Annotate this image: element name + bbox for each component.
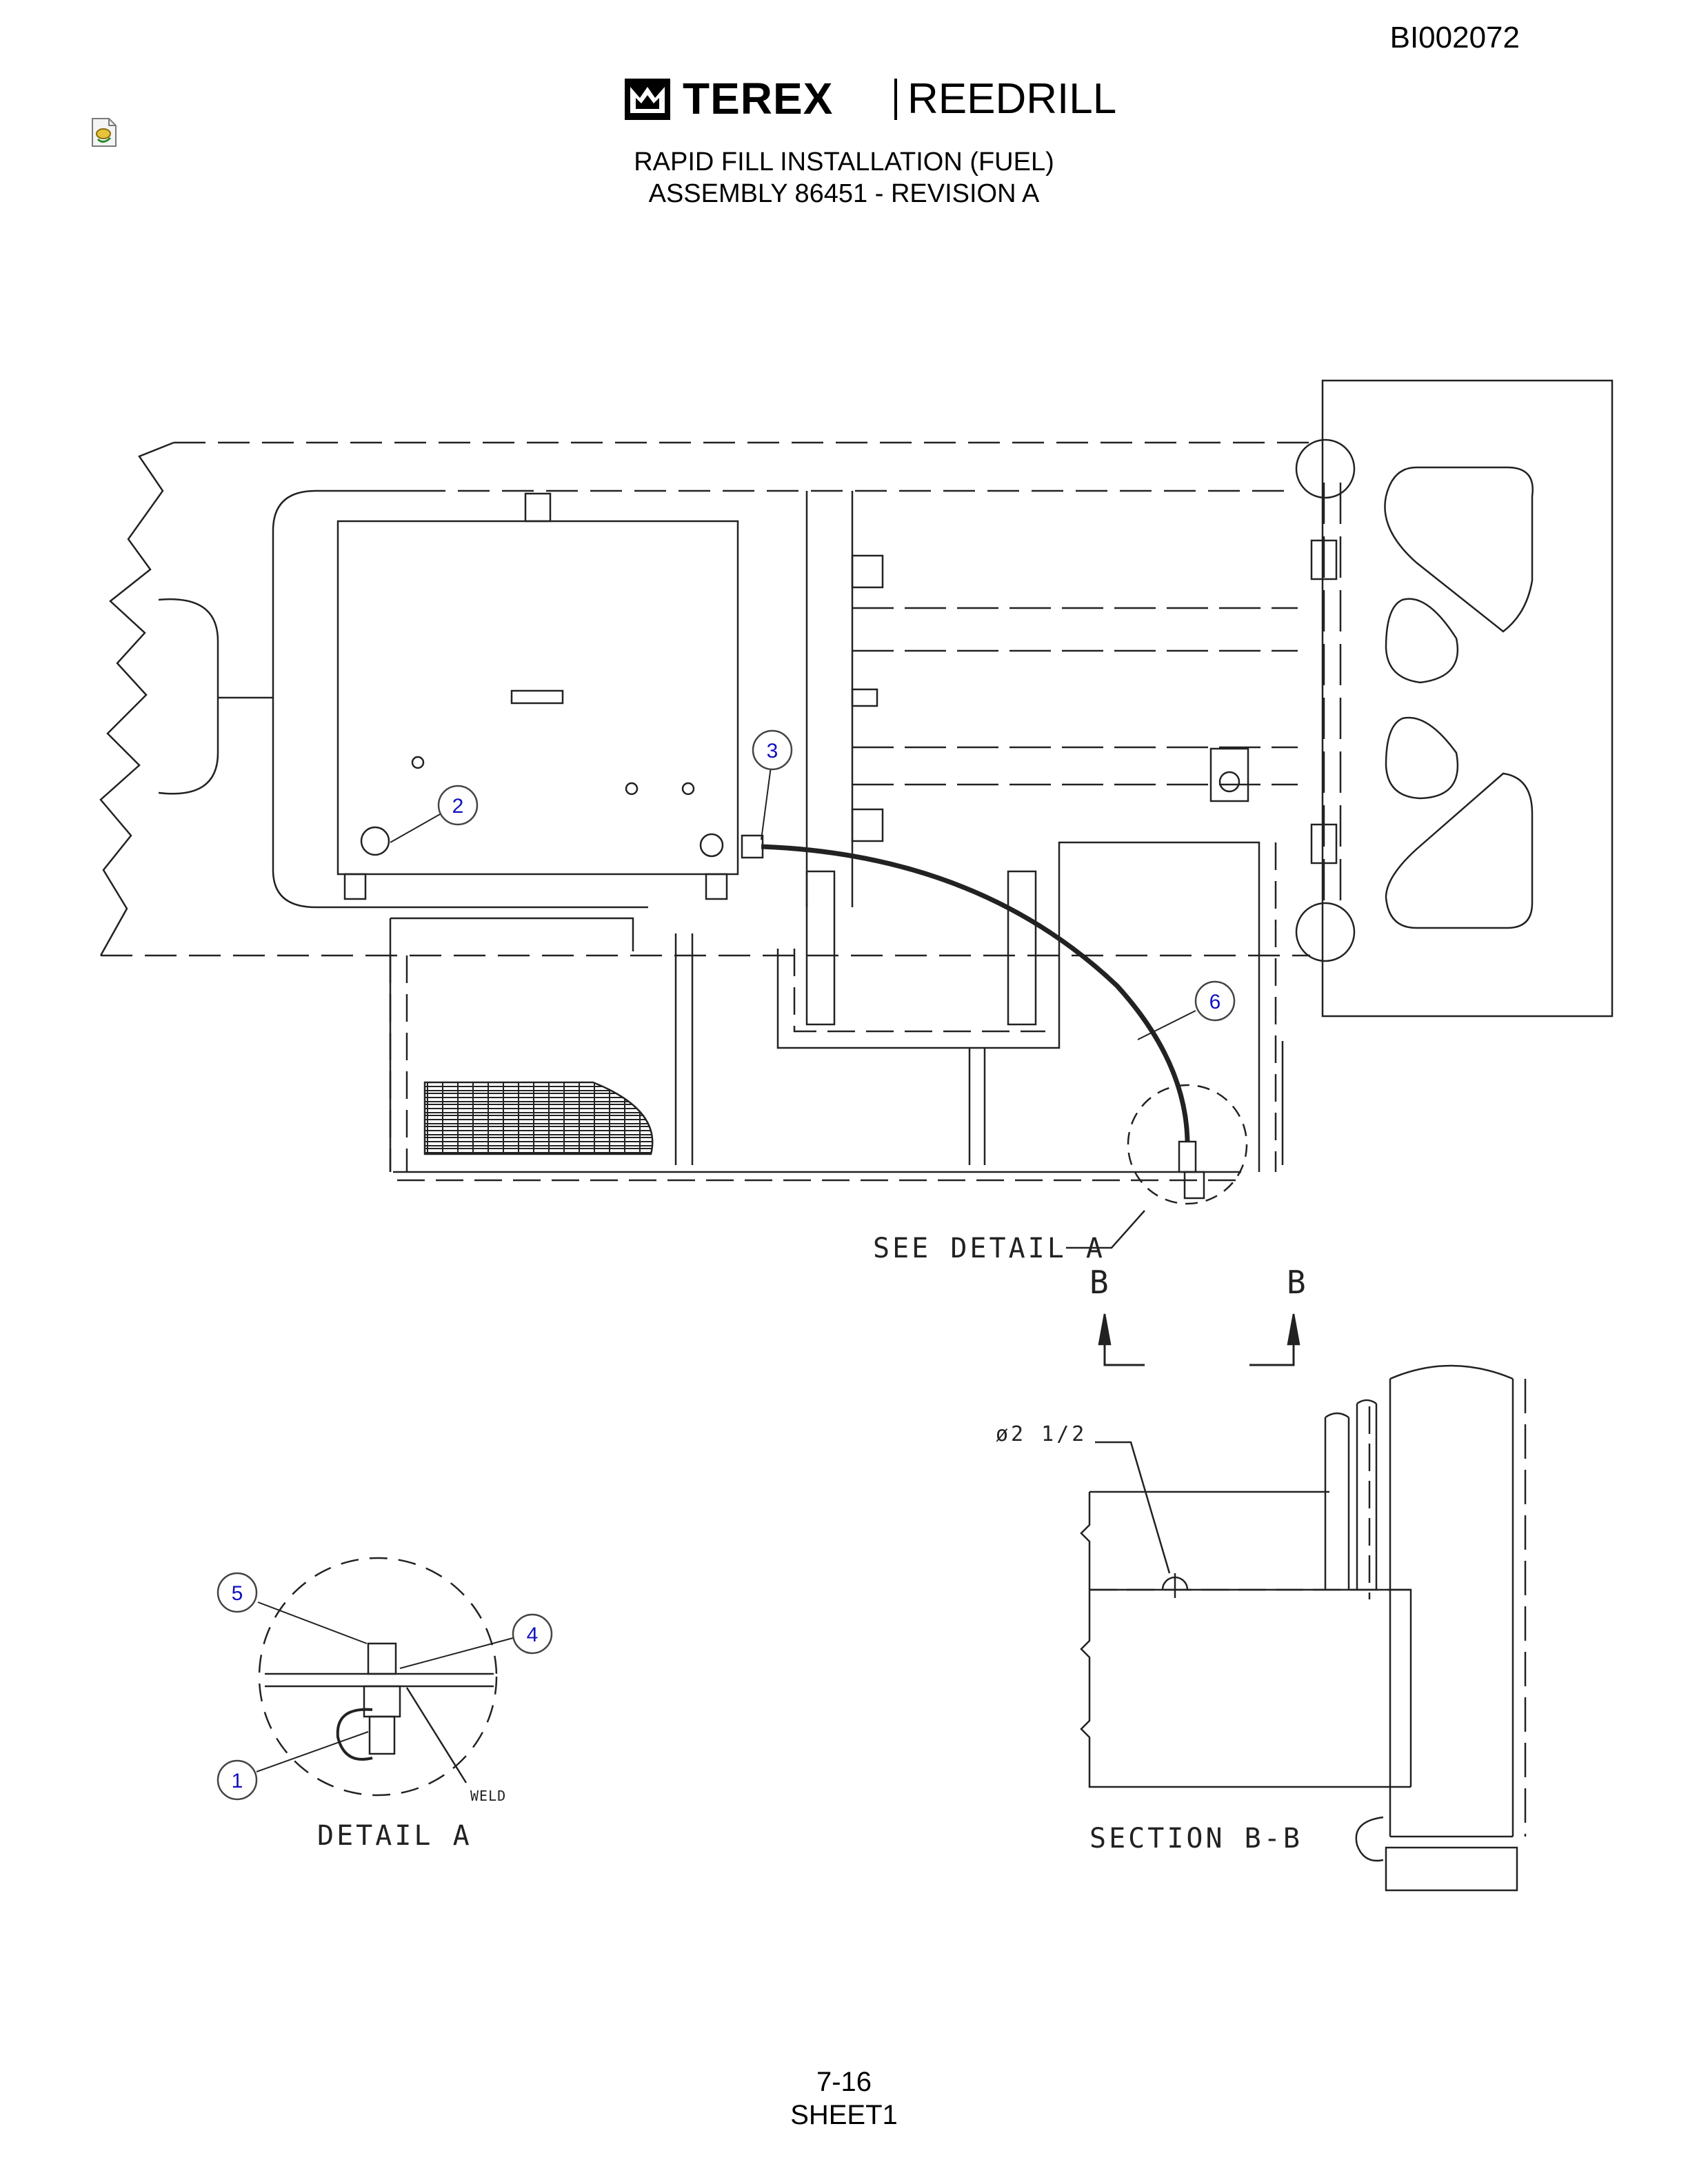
callout-6[interactable]: 6: [1194, 980, 1236, 1022]
terex-crown-icon: [625, 79, 670, 120]
callout-6-number: 6: [1209, 991, 1221, 1013]
section-bb-view: [1080, 1364, 1527, 1892]
section-mark-right: B: [1287, 1264, 1309, 1301]
document-id: BI002072: [1389, 21, 1520, 54]
page-footer: 7-16 SHEET1: [0, 2065, 1688, 2132]
callout-4-number: 4: [527, 1624, 539, 1646]
callout-2-number: 2: [452, 795, 464, 818]
callout-4[interactable]: 4: [512, 1613, 553, 1655]
rapid-fill-hose: [761, 844, 1190, 1142]
mounting-plate: [1321, 379, 1614, 1018]
callout-3[interactable]: 3: [752, 729, 793, 771]
callout-5-number: 5: [232, 1582, 243, 1605]
see-detail-label: SEE DETAIL A: [873, 1233, 1105, 1264]
pivot-top: [1295, 438, 1356, 499]
callout-5[interactable]: 5: [217, 1572, 258, 1613]
dimension-leader: [1095, 1441, 1171, 1574]
fuel-tank: [336, 520, 739, 876]
pivot-bottom: [1295, 902, 1356, 962]
callout-3-number: 3: [767, 740, 778, 762]
fitting-3: [741, 834, 764, 859]
brand-reedrill: REEDRILL: [907, 75, 1117, 123]
drawing-title: RAPID FILL INSTALLATION (FUEL) ASSEMBLY …: [0, 146, 1688, 210]
section-arrow-right: [1249, 1314, 1295, 1366]
grille: [423, 1081, 654, 1155]
tank-port: [360, 826, 390, 856]
frame-rail: [272, 489, 648, 909]
sheet-label: SHEET1: [790, 2100, 898, 2130]
title-line-1: RAPID FILL INSTALLATION (FUEL): [634, 148, 1054, 176]
title-line-2: ASSEMBLY 86451 - REVISION A: [648, 179, 1040, 208]
callout-1[interactable]: 1: [217, 1759, 258, 1801]
frame-notch: [158, 598, 219, 795]
weld-leader: [405, 1687, 468, 1783]
logo-separator: [894, 79, 897, 120]
brand-terex: TEREX: [683, 74, 834, 123]
cross-member: [805, 491, 854, 907]
detail-leader: [1066, 1210, 1145, 1249]
weld-note: WELD: [470, 1788, 506, 1804]
frame-break-line: [99, 441, 174, 956]
detail-a-label: DETAIL A: [317, 1820, 472, 1852]
callout-balloons: 1 2 3 4 5 6: [217, 729, 1236, 1801]
section-arrow-left: [1103, 1314, 1145, 1366]
callout-leaders: [256, 766, 1196, 1772]
section-mark-left: B: [1089, 1264, 1112, 1301]
page-number: 7-16: [816, 2067, 872, 2097]
main-view: [99, 379, 1614, 1366]
dimension-diameter: ø2 1/2: [996, 1422, 1087, 1446]
section-bb-label: SECTION B-B: [1089, 1823, 1303, 1854]
callout-1-number: 1: [232, 1770, 243, 1792]
terex-reedrill-logo: TEREX REEDRILL: [623, 74, 1147, 123]
callout-2[interactable]: 2: [437, 785, 479, 826]
detail-a-view: [258, 1557, 498, 1797]
detail-a-circle: [1127, 1084, 1248, 1205]
attachment-file-icon[interactable]: [91, 117, 117, 148]
